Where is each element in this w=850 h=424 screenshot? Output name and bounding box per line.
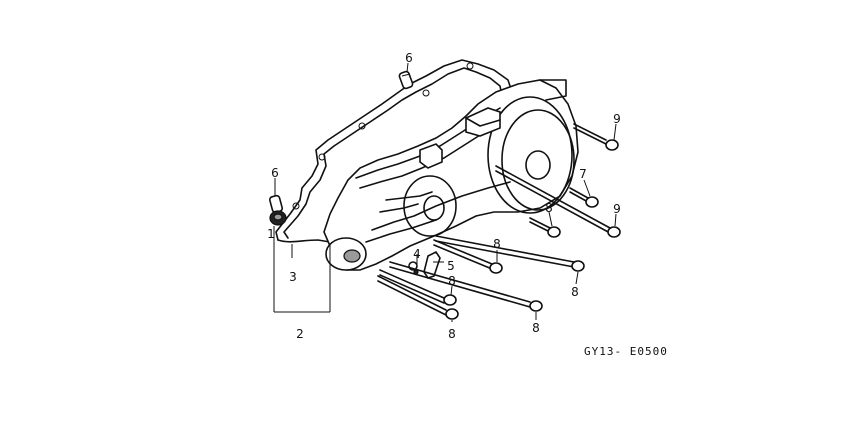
callout-9-top: 9 [613,112,621,126]
callout-labels: 6 6 1 3 2 4 5 9 7 9 8 8 8 8 8 8 8 [267,51,621,341]
callout-2: 2 [296,327,304,341]
callout-5: 5 [447,259,455,273]
callout-8-d: 8 [448,274,456,288]
callout-8-e: 8 [448,327,456,341]
crankcase-cover [323,79,579,271]
diagram-part-code: GY13- E0500 [584,345,668,358]
leader-lines [273,62,617,322]
bolts [377,123,621,320]
dowel-pin-6-left [268,194,284,214]
gasket [275,59,513,243]
callout-6-left: 6 [271,166,279,180]
callout-7: 7 [579,167,587,181]
seal-1 [269,210,287,226]
callout-8-b: 8 [493,237,501,251]
callout-4: 4 [413,247,421,261]
dowel-pin-6-top [398,70,414,90]
callout-8-f: 8 [532,321,540,335]
callout-8-a: 8 [545,201,553,215]
callout-1: 1 [267,227,275,241]
callout-9-lower: 9 [613,202,621,216]
callout-8-c: 8 [571,285,579,299]
callout-6-top: 6 [405,51,413,65]
callout-3: 3 [289,270,297,284]
